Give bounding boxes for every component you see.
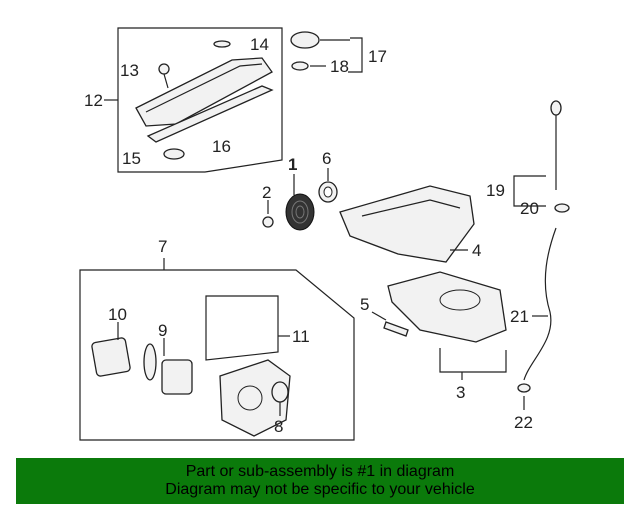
callout-6: 6: [322, 149, 331, 168]
callout-16: 16: [212, 137, 231, 156]
seal-20: [554, 203, 570, 213]
callout-22: 22: [514, 413, 533, 432]
callout-17: 17: [368, 47, 387, 66]
callout-3: 3: [456, 383, 465, 402]
callout-13: 13: [120, 61, 139, 80]
callout-5: 5: [360, 295, 369, 314]
callout-20: 20: [520, 199, 539, 218]
part-5: [383, 321, 409, 337]
dipstick: [550, 100, 562, 190]
callout-2: 2: [262, 183, 271, 202]
parts-diagram: 1 2 3 4 5 6 7 8 9 10 11 12 13 14 15 16 1…: [79, 27, 570, 441]
callout-11: 11: [292, 327, 310, 346]
part-1-pulley: [285, 193, 315, 231]
seal-8: [271, 381, 289, 403]
seal-14: [213, 40, 231, 48]
gasket-seal-15: [163, 148, 185, 160]
filter-housing: [219, 359, 291, 437]
banner-line-2: Diagram may not be specific to your vehi…: [165, 481, 475, 498]
filter-element-10: [91, 337, 131, 377]
callout-7: 7: [158, 237, 167, 256]
callout-19: 19: [486, 181, 505, 200]
oil-pan: [387, 271, 507, 343]
group-box-7: [79, 269, 355, 441]
banner-line-1: Part or sub-assembly is #1 in diagram: [185, 463, 455, 480]
bolt-13: [158, 63, 170, 89]
callout-14: 14: [250, 35, 269, 54]
callout-9: 9: [158, 321, 167, 340]
callout-18: 18: [330, 57, 349, 76]
callout-15: 15: [122, 149, 141, 168]
dipstick-tube: [523, 227, 557, 381]
oil-filler-cap: [290, 31, 320, 71]
callout-10: 10: [108, 305, 127, 324]
callout-8: 8: [274, 417, 283, 436]
seal-22: [517, 383, 531, 393]
group-box-11: [205, 295, 279, 361]
callout-21: 21: [510, 307, 529, 326]
callout-12: 12: [84, 91, 103, 110]
group-box-12: [117, 27, 283, 173]
notice-banner: Part or sub-assembly is #1 in diagram Di…: [16, 458, 624, 504]
filter-9: [143, 343, 193, 395]
front-cover-4: [339, 185, 475, 263]
callout-4: 4: [472, 241, 481, 260]
callout-1: 1: [288, 155, 297, 174]
bolt-2: [262, 200, 274, 228]
valve-cover: [135, 57, 274, 143]
seal-6: [318, 181, 338, 203]
